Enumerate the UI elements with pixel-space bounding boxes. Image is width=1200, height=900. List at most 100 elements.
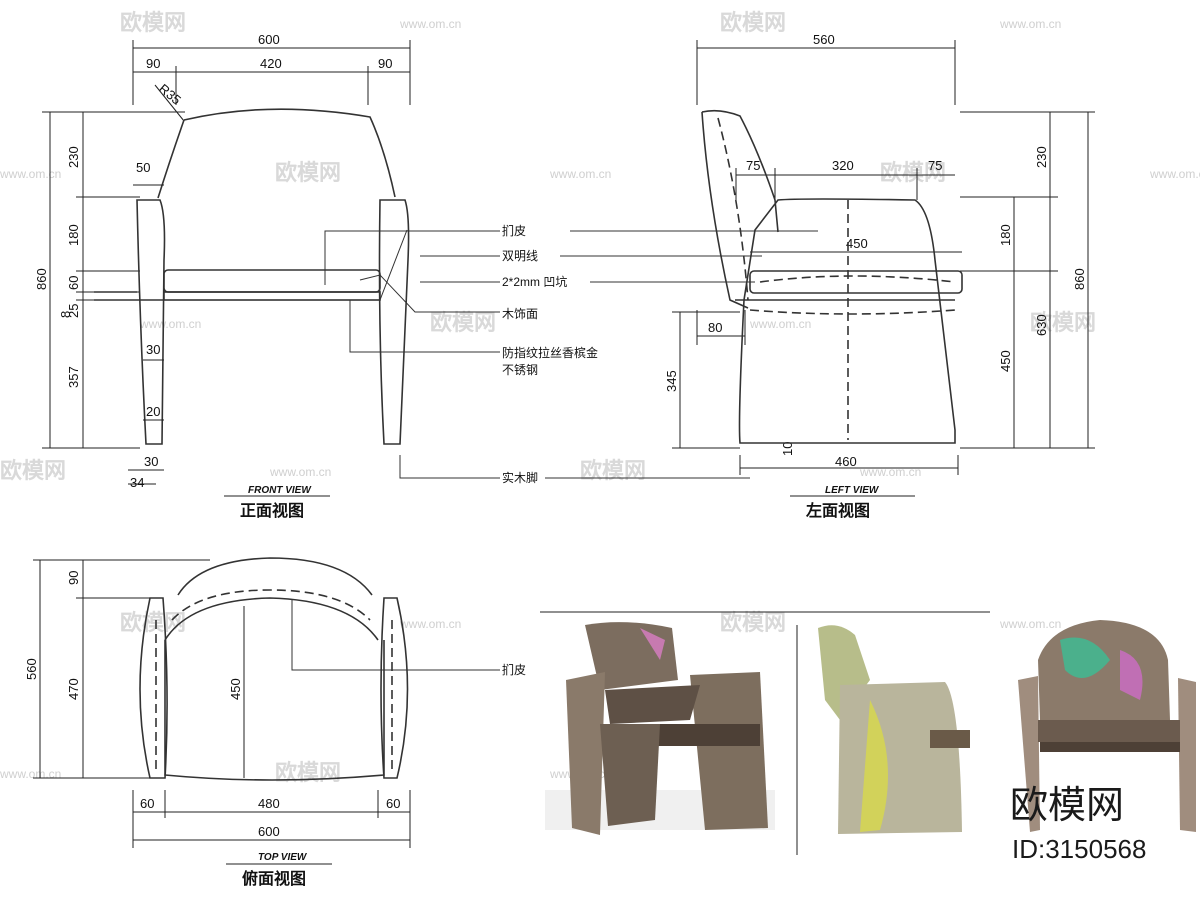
left-view-title: 左面视图	[805, 501, 870, 520]
dim-depth-75b: 75	[928, 158, 942, 173]
dim-width-60b: 60	[386, 796, 400, 811]
dim-height-230: 230	[66, 146, 81, 168]
backrest-top	[183, 108, 396, 198]
watermark-brand: 欧模网	[120, 610, 186, 635]
radius-leader	[154, 84, 185, 122]
top-backrest	[177, 557, 373, 596]
dim-height-345: 345	[664, 370, 679, 392]
front-view-title: 正面视图	[240, 501, 304, 520]
dim-depth-80: 80	[708, 320, 722, 335]
dim-leg-30b: 30	[144, 454, 158, 469]
watermark-url: www.om.cn	[999, 617, 1061, 631]
dim-arm-left: 90	[146, 56, 160, 71]
dim-height-860: 860	[1072, 268, 1087, 290]
dim-height-25: 25	[66, 304, 81, 318]
dim-height-90: 90	[66, 571, 81, 585]
render-side-pattern	[860, 700, 888, 832]
side-back-stitch	[717, 117, 749, 301]
seat-cushion	[163, 269, 381, 293]
leader-top-stitch	[291, 600, 500, 671]
top-view-title-en: TOP VIEW	[258, 852, 308, 863]
backrest-side	[157, 119, 185, 199]
dim-depth-450: 450	[228, 678, 243, 700]
note-top-stitch-leather: 扪皮	[502, 662, 526, 677]
material-annotations: 扪皮 双明线 2*2mm 凹坑 木饰面 防指纹拉丝香槟金 不锈钢 实木脚	[420, 223, 818, 485]
dim-height-357: 357	[66, 366, 81, 388]
render-angle-back	[1038, 620, 1170, 720]
watermark-brand: 欧模网	[430, 310, 496, 335]
render-front-leg	[600, 724, 660, 826]
top-back-stitch	[171, 589, 371, 621]
note-solid-wood-leg: 实木脚	[502, 470, 538, 485]
chair-render-angle	[1018, 620, 1196, 832]
dim-leg-30: 30	[146, 342, 160, 357]
watermark-brand: 欧模网	[720, 10, 786, 35]
front-view-title-en: FRONT VIEW	[248, 485, 312, 496]
seat-veneer	[163, 291, 381, 301]
right-arm-leg	[378, 199, 410, 445]
dim-width-480: 480	[258, 796, 280, 811]
dim-height-230: 230	[1034, 146, 1049, 168]
watermark-brand: 欧模网	[275, 160, 341, 185]
render-angle-seat-edge	[1040, 742, 1180, 752]
watermark-url: www.om.cn	[139, 317, 201, 331]
left-arm-leg	[136, 199, 166, 445]
watermark-url: www.om.cn	[549, 167, 611, 181]
watermark-brand: 欧模网	[880, 160, 946, 185]
side-back-curve	[701, 111, 749, 309]
note-metal-line2: 不锈钢	[502, 363, 538, 377]
top-left-arm	[139, 597, 168, 779]
dim-arm-right: 90	[378, 56, 392, 71]
render-angle-sheen-2	[1120, 650, 1143, 700]
side-seat	[749, 270, 963, 294]
render-side-body	[838, 682, 962, 834]
dim-height-630: 630	[1034, 314, 1049, 336]
dim-height-60: 60	[66, 276, 81, 290]
watermark-brand: 欧模网	[1030, 310, 1096, 335]
dim-leg-34: 34	[130, 475, 144, 490]
dim-overall-width: 600	[258, 32, 280, 47]
note-stitch-leather: 扪皮	[502, 223, 526, 238]
watermark-brand: 欧模网	[120, 10, 186, 35]
watermark-url: www.om.cn	[859, 465, 921, 479]
brand-id: ID:3150568	[1012, 834, 1146, 864]
chair-render-side	[818, 625, 970, 834]
side-seat-stitch	[749, 309, 956, 315]
left-view: 560 75 320 75 450 860 230 630 180 450 34…	[664, 32, 1095, 520]
dim-width-60a: 60	[140, 796, 154, 811]
dim-height-860: 860	[34, 268, 49, 290]
render-right-panel	[690, 672, 768, 830]
dim-overall-depth: 560	[813, 32, 835, 47]
note-metal-line1: 防指纹拉丝香槟金	[502, 345, 598, 360]
watermark-brand: 欧模网	[720, 610, 786, 635]
note-wood-veneer: 木饰面	[502, 307, 538, 321]
side-backrest	[701, 109, 779, 233]
dim-leg-20: 20	[146, 404, 160, 419]
watermark-brand: 欧模网	[580, 458, 646, 483]
top-view: 560 90 470 450 扪皮 60 480 60 600 TOP VIEW…	[24, 557, 526, 888]
dim-arm-thickness: 50	[136, 160, 150, 175]
dim-depth-320: 320	[832, 158, 854, 173]
leader-veneer	[359, 274, 500, 313]
side-seat-stitch-top	[759, 275, 956, 283]
leader-solid-leg	[399, 455, 500, 479]
front-view: 600 90 420 90 R35 860 230 180 60 25 8 35…	[34, 32, 500, 520]
dim-height-450: 450	[998, 350, 1013, 372]
watermark-url: www.om.cn	[269, 465, 331, 479]
dim-height-10: 10	[780, 442, 795, 456]
watermark-url: www.om.cn	[1149, 167, 1200, 181]
watermark-url: www.om.cn	[399, 17, 461, 31]
dim-depth-460: 460	[835, 454, 857, 469]
render-sheen	[640, 628, 665, 660]
render-seat	[605, 685, 700, 724]
watermark-url: www.om.cn	[0, 767, 61, 781]
leader-stitch-leather	[324, 230, 500, 285]
top-seat	[164, 640, 385, 781]
leader-metal	[349, 229, 500, 353]
watermark-url: www.om.cn	[749, 317, 811, 331]
render-seat-front	[650, 724, 760, 746]
brand-logo-text: 欧模网	[1010, 785, 1124, 827]
dim-width-600: 600	[258, 824, 280, 839]
render-angle-seat	[1038, 720, 1180, 742]
